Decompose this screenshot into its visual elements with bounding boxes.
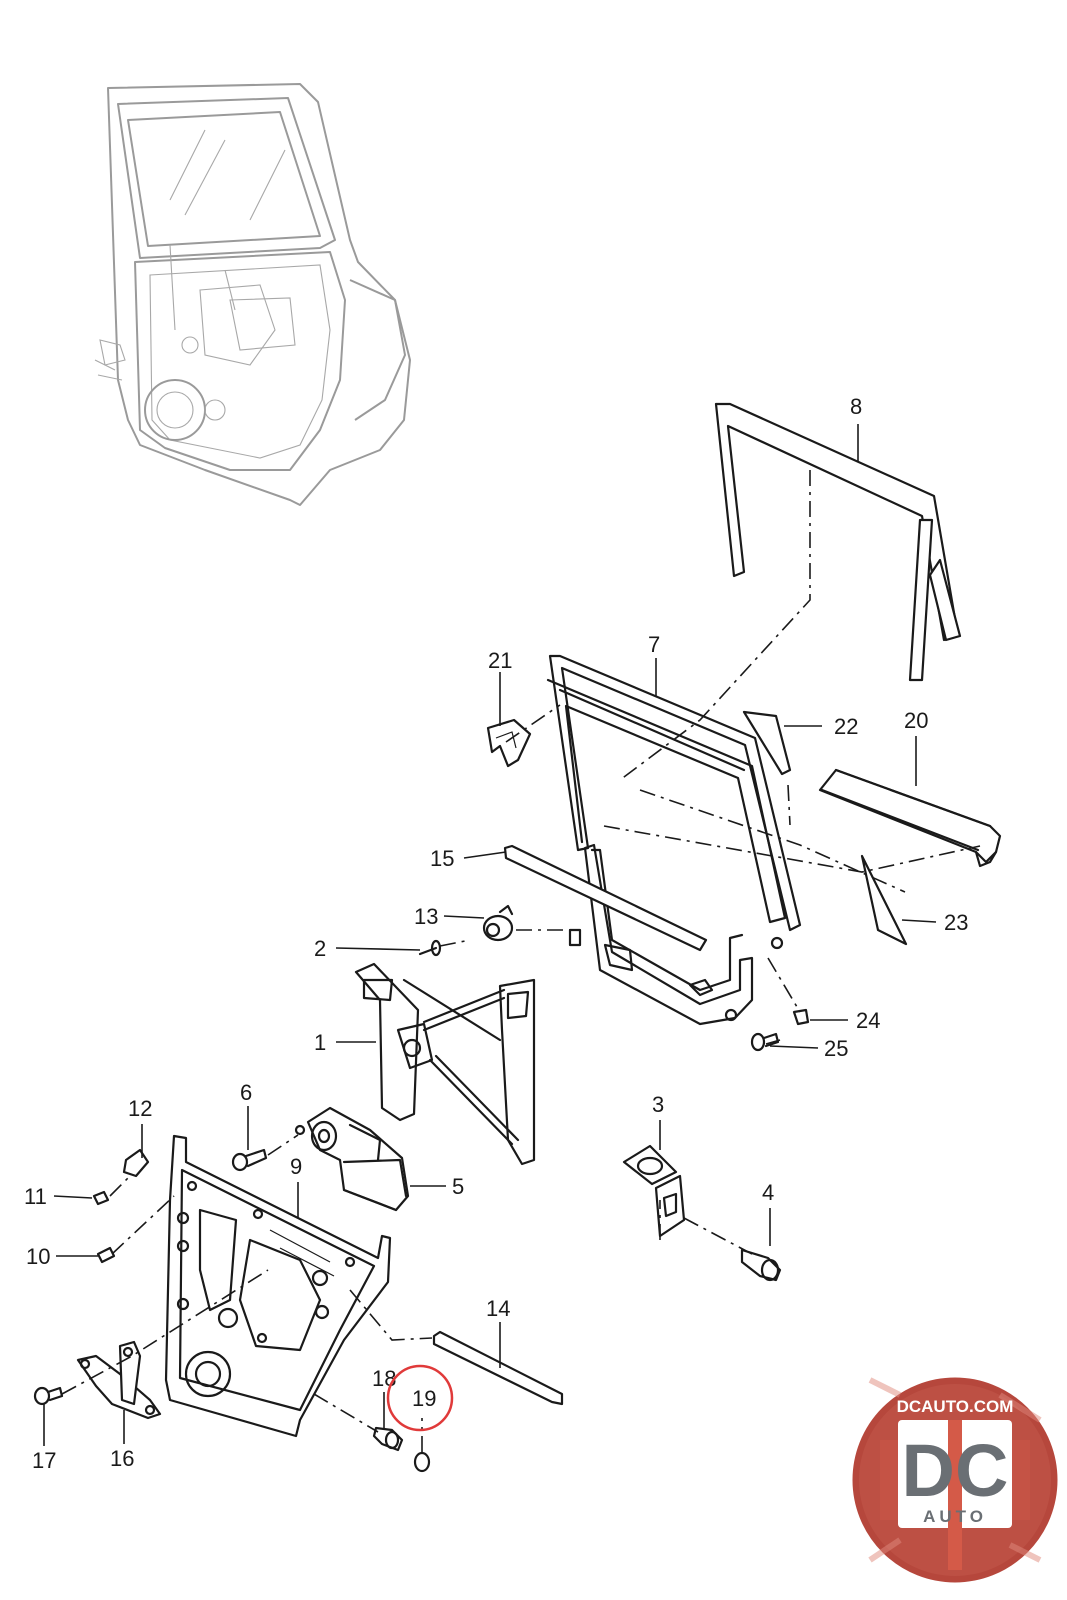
part-18-bolt — [372, 1426, 404, 1452]
callout-15: 15 — [430, 846, 454, 871]
part-16-bracket — [76, 1340, 162, 1420]
callout-6: 6 — [240, 1080, 252, 1105]
part-6-bolt — [231, 1148, 268, 1172]
callout-10: 10 — [26, 1244, 50, 1269]
logo-mark-text: DC — [902, 1429, 1009, 1512]
part-23-triangle-seal — [860, 854, 908, 946]
part-22-trim-piece — [742, 710, 792, 776]
assembly-lines — [61, 470, 981, 1452]
callout-8: 8 — [850, 394, 862, 419]
callout-7: 7 — [648, 632, 660, 657]
part-8-window-channel-seal — [714, 402, 962, 682]
callout-1: 1 — [314, 1030, 326, 1055]
highlight-circle — [386, 1364, 454, 1432]
callout-13: 13 — [414, 904, 438, 929]
part-4-bolt — [740, 1248, 782, 1282]
callout-21: 21 — [488, 648, 512, 673]
callout-2: 2 — [314, 936, 326, 961]
callout-17: 17 — [32, 1448, 56, 1473]
callout-22: 22 — [834, 714, 858, 739]
callout-19: 19 — [412, 1386, 436, 1411]
callout-4: 4 — [762, 1180, 774, 1205]
reference-door-illustration — [94, 83, 411, 506]
part-12-clip — [122, 1148, 150, 1178]
part-13-roller — [482, 904, 514, 942]
part-10-screw — [96, 1246, 116, 1264]
part-21-corner-clip — [486, 718, 532, 768]
callout-5: 5 — [452, 1174, 464, 1199]
part-19-o-ring — [413, 1451, 431, 1473]
logo-sub-text: AUTO — [923, 1507, 987, 1526]
callout-24: 24 — [856, 1008, 880, 1033]
part-11-screw — [92, 1190, 110, 1206]
callout-16: 16 — [110, 1446, 134, 1471]
callout-labels: 8 7 21 22 20 15 23 13 2 24 25 1 6 12 3 9… — [24, 394, 968, 1473]
part-25-bolt — [750, 1032, 780, 1052]
part-3-bracket — [622, 1144, 686, 1238]
callout-23: 23 — [944, 910, 968, 935]
part-17-bolt — [33, 1386, 64, 1406]
callout-3: 3 — [652, 1092, 664, 1117]
part-1-window-regulator — [354, 962, 536, 1166]
part-14-seal-strip — [432, 1330, 564, 1406]
part-24-clip — [792, 1008, 810, 1026]
part-7-window-frame — [546, 654, 802, 1026]
part-2-rivet — [418, 939, 442, 957]
callout-11: 11 — [24, 1184, 47, 1209]
logo-site-text: DCAUTO.COM — [897, 1397, 1014, 1416]
dc-auto-logo: DCAUTO.COM DC AUTO — [849, 1374, 1061, 1586]
callout-12: 12 — [128, 1096, 152, 1121]
part-20-door-seal — [818, 768, 1002, 868]
callout-9: 9 — [290, 1154, 302, 1179]
callout-14: 14 — [486, 1296, 510, 1321]
callout-20: 20 — [904, 708, 928, 733]
callout-25: 25 — [824, 1036, 848, 1061]
part-5-window-motor — [294, 1106, 410, 1212]
part-9-door-module-panel — [164, 1134, 392, 1438]
callout-18: 18 — [372, 1366, 396, 1391]
part-15-outer-belt-strip — [503, 844, 708, 952]
leader-lines — [43, 424, 937, 1446]
